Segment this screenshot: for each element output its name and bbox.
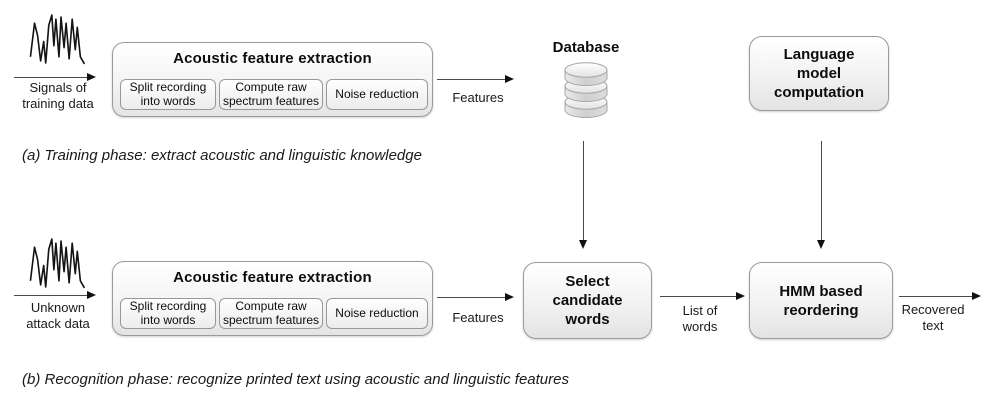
step-split-recording-a: Split recording into words xyxy=(120,79,216,110)
training-signals-label: Signals of training data xyxy=(12,80,104,111)
select-candidate-words-box: Select candidate words xyxy=(523,262,652,339)
step-compute-spectrum-b: Compute raw spectrum features xyxy=(219,298,323,329)
select-candidate-line: words xyxy=(565,311,610,328)
features-text-b: Features xyxy=(452,310,504,325)
caption-a: (a) Training phase: extract acoustic and… xyxy=(22,147,422,164)
step-split-recording-b: Split recording into words xyxy=(120,298,216,329)
language-model-line: model xyxy=(796,65,842,82)
database-icon xyxy=(564,62,608,118)
features-label-b: Features xyxy=(446,310,510,326)
recovered-text-line: text xyxy=(922,317,944,333)
arrow-features-b xyxy=(437,292,514,301)
list-of-words-line: words xyxy=(682,318,718,334)
caption-b: (b) Recognition phase: recognize printed… xyxy=(22,371,569,388)
step-noise-reduction-a: Noise reduction xyxy=(326,79,428,110)
hmm-reordering-line: HMM based xyxy=(779,282,863,300)
select-candidate-line: Select xyxy=(565,273,610,290)
extraction-steps-b: Split recording into words Compute raw s… xyxy=(120,298,428,329)
acoustic-extraction-box-b: Acoustic feature extraction Split record… xyxy=(112,261,433,336)
recovered-text-label: Recovered text xyxy=(901,302,965,333)
arrow-recovered-text xyxy=(899,291,981,300)
training-signals-line: training data xyxy=(22,95,94,111)
attack-input-line: Unknown xyxy=(30,300,86,315)
attack-input-label: Unknown attack data xyxy=(12,300,104,331)
arrow-list-of-words xyxy=(660,291,745,300)
arrow-attack-input xyxy=(14,290,96,299)
list-of-words-line: List of xyxy=(682,303,718,318)
arrow-training-signals xyxy=(14,72,96,81)
waveform-icon xyxy=(29,14,86,65)
acoustic-extraction-title-a: Acoustic feature extraction xyxy=(173,50,372,67)
arrow-database-to-select xyxy=(578,141,587,249)
waveform-icon xyxy=(29,238,86,289)
list-of-words-label: List of words xyxy=(670,303,730,334)
step-noise-reduction-b: Noise reduction xyxy=(326,298,428,329)
extraction-steps-a: Split recording into words Compute raw s… xyxy=(120,79,428,110)
recovered-text-line: Recovered xyxy=(901,302,965,317)
attack-input-line: attack data xyxy=(26,315,90,331)
hmm-reordering-line: reordering xyxy=(783,301,859,319)
language-model-line: computation xyxy=(774,84,864,101)
db-disk xyxy=(564,62,608,86)
arrow-language-to-hmm xyxy=(816,141,825,249)
language-model-line: Language xyxy=(783,46,855,63)
hmm-reordering-box: HMM based reordering xyxy=(749,262,893,339)
arrow-features-a xyxy=(437,74,514,83)
database-label: Database xyxy=(552,39,620,56)
select-candidate-line: candidate xyxy=(552,292,623,309)
acoustic-extraction-title-b: Acoustic feature extraction xyxy=(173,269,372,286)
training-signals-line: Signals of xyxy=(29,80,87,95)
step-compute-spectrum-a: Compute raw spectrum features xyxy=(219,79,323,110)
features-text-a: Features xyxy=(452,90,504,105)
acoustic-extraction-box-a: Acoustic feature extraction Split record… xyxy=(112,42,433,117)
features-label-a: Features xyxy=(446,90,510,106)
language-model-box: Language model computation xyxy=(749,36,889,111)
